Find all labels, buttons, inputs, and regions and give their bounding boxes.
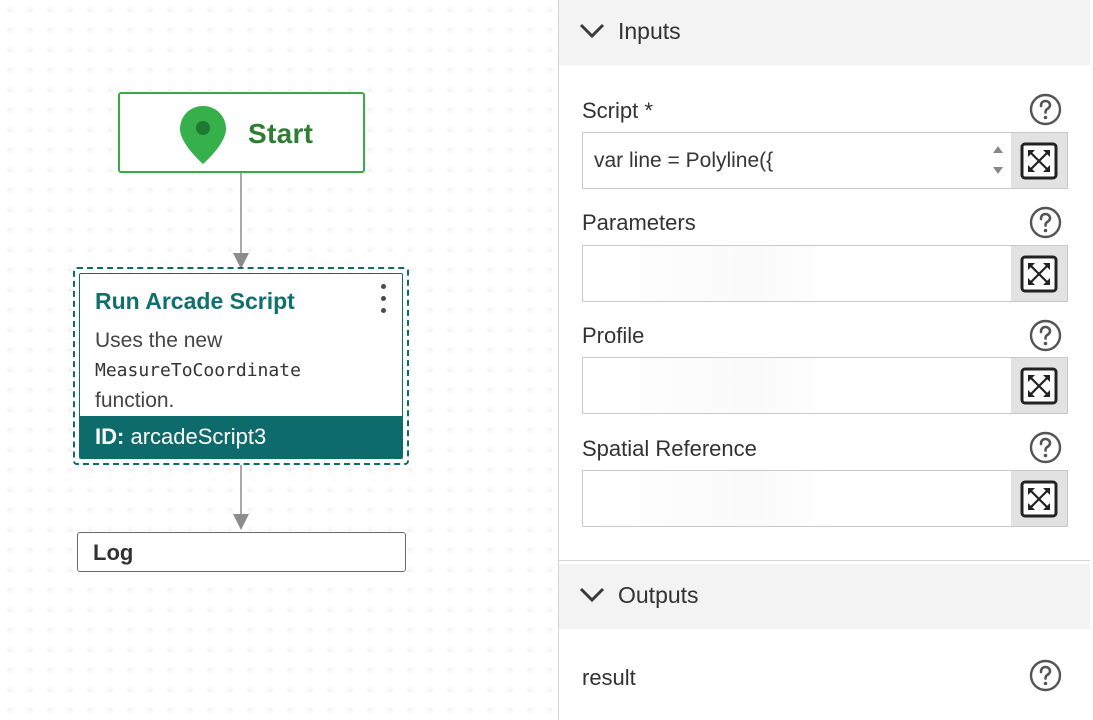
help-circle-icon[interactable] (1029, 659, 1062, 692)
chevron-down-icon (579, 23, 605, 39)
run-arcade-script-node[interactable]: Run Arcade Script Uses the new MeasureTo… (79, 273, 403, 459)
spatial-reference-label: Spatial Reference (582, 436, 757, 461)
start-node[interactable]: Start (118, 92, 365, 173)
expression-builder-icon (1020, 255, 1058, 293)
help-circle-icon[interactable] (1029, 206, 1062, 239)
script-expression-button[interactable] (1011, 132, 1068, 189)
kebab-menu-icon[interactable] (378, 284, 388, 318)
script-input[interactable]: var line = Polyline({ (582, 132, 1012, 189)
outputs-section-header[interactable]: Outputs (559, 564, 1090, 629)
script-node-selection[interactable]: Run Arcade Script Uses the new MeasureTo… (73, 267, 409, 465)
help-circle-icon[interactable] (1029, 93, 1062, 126)
id-label: ID: (95, 424, 125, 449)
map-pin-icon (180, 106, 226, 164)
inputs-section-header[interactable]: Inputs (559, 0, 1090, 65)
parameters-expression-button[interactable] (1011, 245, 1068, 302)
expression-builder-icon (1020, 367, 1058, 405)
log-label: Log (93, 540, 134, 565)
outputs-header-label: Outputs (618, 582, 699, 608)
script-node-description: Uses the new MeasureToCoordinate functio… (95, 326, 301, 416)
properties-panel: Inputs Script * var line = Polyline({ Pa… (558, 0, 1093, 720)
expression-builder-icon (1020, 142, 1058, 180)
profile-label: Profile (582, 323, 645, 348)
workflow-canvas[interactable]: Start Run Arcade Script Uses the new Mea… (0, 0, 558, 720)
profile-expression-button[interactable] (1011, 357, 1068, 414)
start-label: Start (248, 118, 314, 149)
stepper-arrows-icon[interactable] (991, 143, 1005, 177)
desc-line-3: function. (95, 389, 175, 412)
connector-arrow-1 (233, 253, 249, 269)
script-node-title: Run Arcade Script (95, 288, 295, 314)
log-node[interactable]: Log (77, 532, 406, 572)
expression-builder-icon (1020, 480, 1058, 518)
inputs-header-label: Inputs (618, 18, 681, 44)
section-divider (559, 560, 1090, 561)
spatial-reference-expression-button[interactable] (1011, 470, 1068, 527)
script-node-id-bar: ID: arcadeScript3 (80, 416, 402, 458)
connector-lines (233, 173, 249, 530)
id-value: arcadeScript3 (130, 424, 267, 449)
help-circle-icon[interactable] (1029, 431, 1062, 464)
help-circle-icon[interactable] (1029, 319, 1062, 352)
script-input-value: var line = Polyline({ (594, 149, 774, 172)
chevron-down-icon (579, 587, 605, 603)
spatial-reference-input[interactable] (582, 470, 1012, 527)
profile-input[interactable] (582, 357, 1012, 414)
desc-code: MeasureToCoordinate (95, 360, 301, 381)
desc-line-1: Uses the new (95, 329, 223, 352)
result-label: result (582, 665, 636, 690)
parameters-label: Parameters (582, 210, 696, 235)
connector-arrow-2 (233, 514, 249, 530)
parameters-input[interactable] (582, 245, 1012, 302)
script-label: Script * (582, 98, 653, 123)
